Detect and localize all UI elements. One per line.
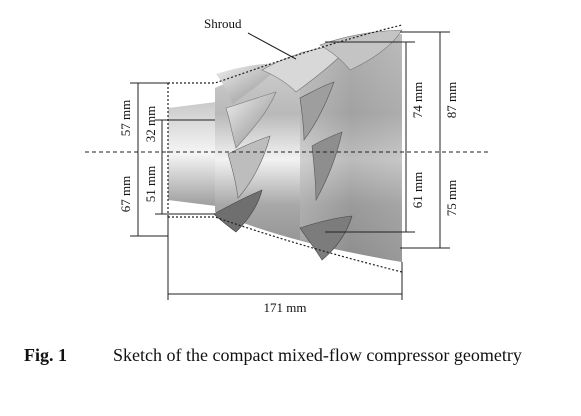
dim-outlet-upper-outer: 87 mm [444,82,459,118]
impeller-body [168,29,403,262]
figure-caption: Fig. 1 Sketch of the compact mixed-flow … [24,343,554,403]
blade-top-3 [319,29,403,71]
blade-bottom-2 [299,215,353,261]
blade-mid-4 [311,131,343,202]
dim-outlet-lower-outer: 75 mm [444,180,459,216]
caption-label: Fig. 1 [24,345,67,365]
shroud-label: Shroud [204,16,242,31]
dim-inlet-lower-outer: 67 mm [118,176,133,212]
blade-mid-1 [225,91,277,149]
dim-outlet-upper-inner: 74 mm [410,82,425,118]
dim-outlet-lower-inner: 61 mm [410,172,425,208]
dim-inlet-upper-outer: 57 mm [118,100,133,136]
dim-inlet-upper-hub: 32 mm [143,106,158,142]
blade-bottom-1 [213,189,263,233]
caption-text: Sketch of the compact mixed-flow compres… [113,345,522,365]
dimension-lines [130,31,450,300]
shroud-leader [247,32,297,60]
blade-mid-2 [227,135,271,199]
blade-top-2 [261,43,353,93]
dim-axial-length: 171 mm [264,300,307,315]
compressor-diagram: Shroud 57 mm 67 mm 32 mm 51 mm 74 mm 61 … [85,16,490,315]
dim-inlet-lower-hub: 51 mm [143,166,158,202]
blade-mid-3 [299,81,335,141]
blade-top-1 [216,63,282,104]
shroud-outline [167,24,403,273]
